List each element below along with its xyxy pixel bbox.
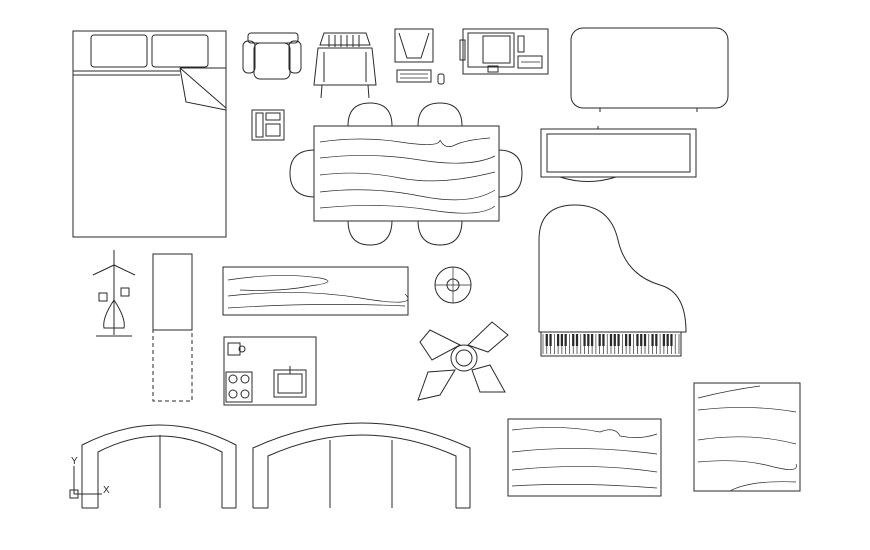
piano-black-key — [609, 334, 613, 346]
piano-black-key — [575, 334, 579, 346]
piano-black-key — [590, 334, 594, 346]
arched-garage-door-large — [252, 422, 471, 509]
wardrobe-door — [152, 253, 193, 402]
wood-panel-square — [693, 382, 801, 492]
wooden-chair — [313, 32, 377, 99]
piano-black-key — [643, 334, 647, 346]
ucs-axis-icon: Y X — [69, 456, 110, 499]
piano-black-key — [549, 334, 552, 346]
wood-plank — [222, 266, 409, 316]
round-stool — [434, 266, 472, 304]
kitchen-counter — [223, 336, 317, 406]
piano-black-key — [587, 334, 590, 346]
dining-table-six-chairs — [289, 102, 523, 246]
piano-black-key — [560, 334, 564, 346]
piano-black-key — [670, 334, 673, 346]
piano-black-key — [617, 334, 620, 346]
sofa-top — [570, 27, 729, 112]
piano-black-key — [636, 334, 639, 346]
computer-workstation — [394, 28, 445, 85]
y-axis-label: Y — [71, 456, 78, 467]
telephone — [251, 109, 285, 141]
piano-black-key — [662, 334, 666, 346]
floor-lamp — [92, 250, 136, 337]
x-axis-label: X — [103, 485, 110, 496]
piano-black-key — [564, 334, 567, 346]
piano-black-key — [624, 334, 628, 346]
piano-black-key — [583, 334, 586, 346]
piano-black-key — [666, 334, 669, 346]
arched-garage-door-small — [81, 424, 237, 509]
tv-cabinet — [540, 126, 697, 182]
wood-panel-wide — [507, 418, 662, 497]
double-bed — [72, 30, 227, 238]
piano-black-key — [545, 334, 548, 346]
piano-black-key — [651, 334, 654, 346]
piano-black-key — [640, 334, 643, 346]
piano-black-key — [655, 334, 658, 346]
grand-piano — [538, 204, 687, 357]
piano-black-key — [613, 334, 616, 346]
armchair-top — [242, 32, 302, 80]
piano-black-key — [556, 334, 560, 346]
piano-black-key — [628, 334, 632, 346]
piano-black-key — [598, 334, 601, 346]
piano-black-key — [572, 334, 575, 346]
piano-black-key — [602, 334, 605, 346]
computer-desk — [459, 28, 549, 75]
potted-plant — [417, 321, 509, 401]
